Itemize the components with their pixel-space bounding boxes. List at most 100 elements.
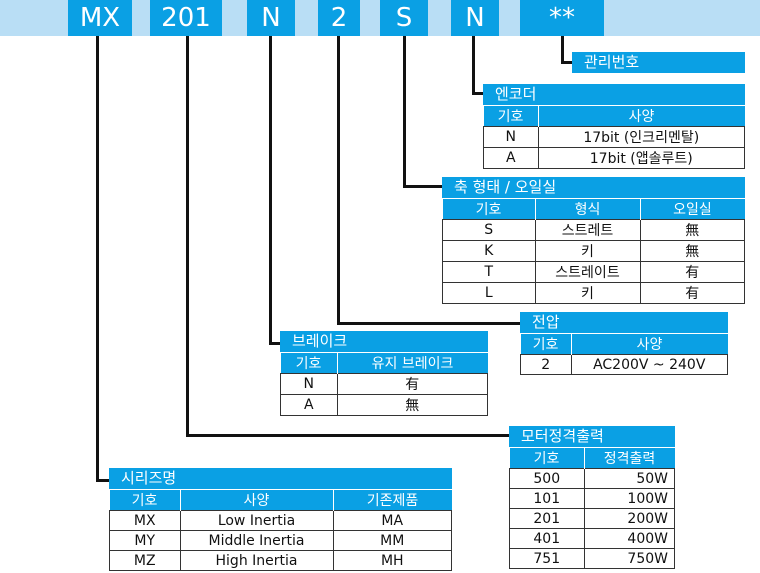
connector-series [96,36,99,482]
code-power: 201 [150,0,222,36]
power-output: 100W [583,488,675,509]
power-code: 500 [509,468,585,489]
shaft-col-code: 기호 [442,198,536,220]
series-header-row: 기호 사양 기존제품 [109,489,452,511]
power-output: 200W [583,508,675,529]
table-row: 401 400W [509,528,675,549]
series-legacy: MH [332,550,452,571]
voltage-table: 기호 사양 2 AC200V ~ 240V [520,333,728,375]
series-code: MX [109,510,181,531]
power-code: 751 [509,548,585,569]
connector-brake-h [269,342,281,345]
encoder-code: A [483,147,539,169]
series-spec: Middle Inertia [179,530,334,551]
table-row: 101 100W [509,488,675,509]
voltage-spec: AC200V ~ 240V [570,354,728,375]
brake-header-row: 기호 유지 브레이크 [280,352,488,374]
encoder-col-spec: 사양 [538,105,745,127]
connector-encoder [472,36,475,95]
shaft-header-row: 기호 형식 오일실 [442,198,745,220]
table-row: 500 50W [509,468,675,489]
connector-shaft-h [403,185,443,188]
series-legacy: MA [332,510,452,531]
shaft-code: T [442,261,536,283]
shaft-type: 키 [534,240,641,262]
encoder-spec: 17bit (인크리멘탈) [537,126,745,148]
shaft-title: 축 형태 / 오일실 [442,177,745,198]
code-shaft: S [380,0,428,36]
shaft-seal: 有 [639,261,745,283]
shaft-seal: 無 [639,240,745,262]
power-col-output: 정격출력 [584,447,675,469]
table-row: A 17bit (앱솔루트) [483,147,745,169]
brake-spec: 無 [336,394,488,416]
connector-encoder-h [472,92,484,95]
shaft-seal: 無 [639,219,745,241]
power-table: 기호 정격출력 500 50W 101 100W 201 200W 401 40… [509,447,675,569]
table-row: K 키 無 [442,240,745,262]
shaft-type: 키 [534,282,641,304]
code-brake: N [247,0,295,36]
table-row: A 無 [280,394,488,416]
connector-voltage-h [337,322,520,325]
power-code: 401 [509,528,585,549]
connector-series-h [96,479,110,482]
series-legacy: MM [332,530,452,551]
power-output: 750W [583,548,675,569]
shaft-code: K [442,240,536,262]
table-row: MZ High Inertia MH [109,550,452,571]
table-row: L 키 有 [442,282,745,304]
voltage-title: 전압 [520,312,728,333]
shaft-code: S [442,219,536,241]
brake-col-spec: 유지 브레이크 [337,352,488,374]
shaft-table: 기호 형식 오일실 S 스트레트 無 K 키 無 T 스트레이트 有 L 키 有 [442,198,745,304]
shaft-seal: 有 [639,282,745,304]
connector-brake [269,36,272,345]
voltage-col-code: 기호 [520,333,572,355]
brake-table: 기호 유지 브레이크 N 有 A 無 [280,352,488,416]
shaft-code: L [442,282,536,304]
encoder-code: N [483,126,539,148]
encoder-spec: 17bit (앱솔루트) [537,147,745,169]
mgmt-title: 관리번호 [572,52,745,73]
power-code: 201 [509,508,585,529]
voltage-header-row: 기호 사양 [520,333,728,355]
connector-mgmt-h [561,61,573,64]
connector-mgmt [561,36,564,64]
table-row: 2 AC200V ~ 240V [520,354,728,375]
code-encoder: N [451,0,499,36]
series-col-code: 기호 [109,489,181,511]
series-code: MZ [109,550,181,571]
shaft-col-type: 형식 [535,198,641,220]
brake-spec: 有 [336,373,488,395]
table-row: MX Low Inertia MA [109,510,452,531]
code-mgmt: ** [520,0,604,36]
power-output: 50W [583,468,675,489]
table-row: N 有 [280,373,488,395]
table-row: 201 200W [509,508,675,529]
power-col-code: 기호 [509,447,585,469]
connector-voltage [337,36,340,325]
connector-shaft [403,36,406,188]
code-voltage: 2 [318,0,360,36]
series-col-legacy: 기존제품 [333,489,452,511]
series-table: 기호 사양 기존제품 MX Low Inertia MA MY Middle I… [109,489,452,571]
table-row: T 스트레이트 有 [442,261,745,283]
brake-code: A [280,394,338,416]
series-code: MY [109,530,181,551]
shaft-col-seal: 오일실 [640,198,745,220]
table-row: 751 750W [509,548,675,569]
voltage-code: 2 [520,354,572,375]
encoder-col-code: 기호 [483,105,539,127]
shaft-type: 스트레이트 [534,261,641,283]
connector-power [186,36,189,437]
brake-col-code: 기호 [280,352,338,374]
table-row: MY Middle Inertia MM [109,530,452,551]
power-output: 400W [583,528,675,549]
power-title: 모터정격출력 [509,426,675,447]
voltage-col-spec: 사양 [571,333,728,355]
series-title: 시리즈명 [109,468,452,489]
series-spec: Low Inertia [179,510,334,531]
series-spec: High Inertia [179,550,334,571]
table-row: S 스트레트 無 [442,219,745,241]
